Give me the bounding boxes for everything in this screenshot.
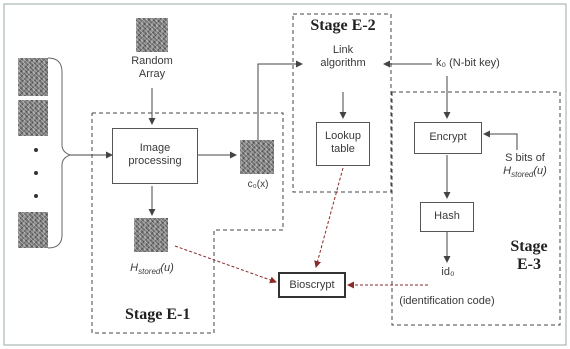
link-algorithm-label: Link algorithm: [320, 44, 366, 69]
stage-e2-title: Stage E-2: [310, 17, 376, 34]
bioscrypt-label: Bioscrypt: [289, 279, 335, 291]
c0-image: [240, 140, 274, 174]
bioscrypt-box: [278, 272, 346, 298]
hash-label: Hash: [434, 210, 460, 222]
encrypt-label: Encrypt: [429, 131, 467, 143]
stage-e1-title: Stage E-1: [125, 306, 191, 323]
fingerprint-image-2: [18, 100, 48, 136]
stage-e2-region: [292, 13, 392, 193]
ellipsis-dot-1: [34, 148, 38, 152]
c0-label: c₀(x): [247, 179, 269, 190]
k0-key-label: k₀ (N-bit key): [436, 57, 500, 69]
image-processing-box: [112, 128, 198, 184]
stage-e3-region: [391, 91, 561, 326]
h-stored-label-left: Hstored(u): [130, 262, 174, 277]
lookup-table-box: [316, 122, 370, 166]
random-array-image: [136, 18, 168, 52]
hash-box: [420, 202, 474, 232]
fingerprint-image-1: [18, 58, 48, 96]
encrypt-box: [414, 122, 482, 154]
id0-label: id₀: [441, 266, 455, 278]
h-stored-image: [134, 218, 168, 252]
fingerprint-image-n: [18, 212, 48, 248]
s-bits-label: S bits of Hstored(u): [503, 152, 547, 180]
ellipsis-dot-3: [34, 194, 38, 198]
ellipsis-dot-2: [34, 171, 38, 175]
stage-e1-region: [91, 112, 284, 334]
outer-frame: [3, 3, 567, 346]
image-processing-label: Image processing: [128, 142, 182, 167]
lookup-table-label: Lookup table: [324, 130, 362, 155]
random-array-label: Random Array: [131, 55, 173, 80]
identification-code-label: (identification code): [399, 295, 495, 307]
stage-e3-title: Stage E-3: [510, 238, 548, 273]
input-bracket: [47, 57, 72, 249]
